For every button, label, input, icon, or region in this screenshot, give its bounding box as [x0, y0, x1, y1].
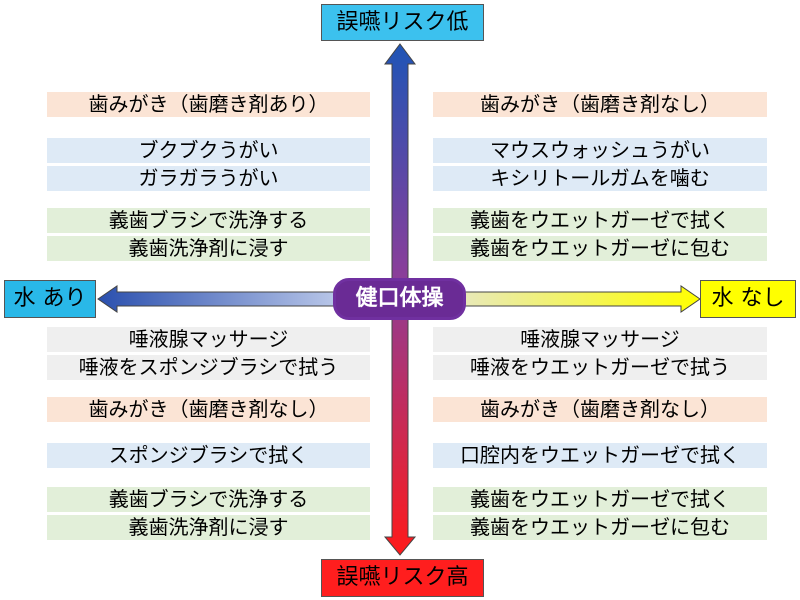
bl-toothbrush-item: 歯みがき（歯磨き剤なし） — [47, 397, 370, 422]
br-saliva-item-1: 唾液腺マッサージ — [433, 327, 767, 352]
bl-saliva-item-1: 唾液腺マッサージ — [47, 327, 370, 352]
br-toothbrush-item: 歯みがき（歯磨き剤なし） — [433, 397, 767, 422]
left-arrow — [97, 285, 337, 313]
br-saliva-item-2: 唾液をウエットガーゼで拭う — [433, 355, 767, 380]
with-water-label: 水 あり — [4, 280, 96, 318]
tr-rinse-item-2: キシリトールガムを噛む — [433, 166, 767, 191]
oral-exercise-label: 健口体操 — [333, 278, 466, 320]
tl-rinse-item-2: ガラガラうがい — [47, 166, 370, 191]
without-water-label: 水 なし — [700, 280, 796, 318]
tr-rinse-item-1: マウスウォッシュうがい — [433, 138, 767, 163]
tr-denture-item-1: 義歯をウエットガーゼで拭く — [433, 208, 767, 233]
tl-rinse-item-1: ブクブクうがい — [47, 138, 370, 163]
br-wipe-item: 口腔内をウエットガーゼで拭く — [433, 443, 767, 468]
tl-toothbrush-item: 歯みがき（歯磨き剤あり） — [47, 92, 370, 117]
tl-denture-item-1: 義歯ブラシで洗浄する — [47, 208, 370, 233]
bl-denture-item-1: 義歯ブラシで洗浄する — [47, 487, 370, 512]
bl-saliva-item-2: 唾液をスポンジブラシで拭う — [47, 355, 370, 380]
br-denture-item-2: 義歯をウエットガーゼに包む — [433, 515, 767, 540]
br-denture-item-1: 義歯をウエットガーゼで拭く — [433, 487, 767, 512]
bl-wipe-item: スポンジブラシで拭く — [47, 443, 370, 468]
low-aspiration-risk-label: 誤嚥リスク低 — [321, 4, 484, 41]
right-arrow — [463, 285, 701, 313]
tr-denture-item-2: 義歯をウエットガーゼに包む — [433, 236, 767, 261]
tr-toothbrush-item: 歯みがき（歯磨き剤なし） — [433, 92, 767, 117]
tl-denture-item-2: 義歯洗浄剤に浸す — [47, 236, 370, 261]
bl-denture-item-2: 義歯洗浄剤に浸す — [47, 515, 370, 540]
high-aspiration-risk-label: 誤嚥リスク高 — [321, 559, 484, 597]
